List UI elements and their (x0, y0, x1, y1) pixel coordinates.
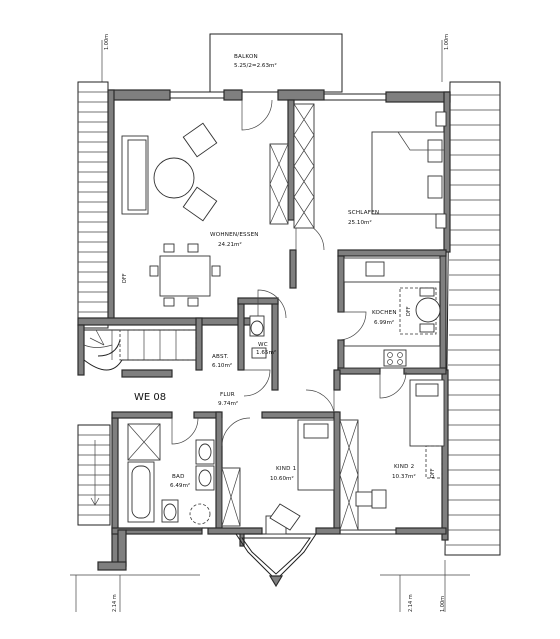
room-area-wc: 1.65m² (256, 349, 276, 356)
doors (171, 99, 407, 447)
kind1-furniture (265, 419, 335, 535)
kitchen (343, 257, 441, 369)
kind2-furniture (355, 379, 445, 509)
room-name-flur: FLUR (220, 392, 235, 398)
dimension-lines (70, 40, 470, 612)
bay-window (202, 527, 317, 588)
room-name-abst: ABST. (212, 354, 229, 360)
bathroom-fixtures (127, 423, 215, 525)
room-name-wc: WC (258, 342, 268, 348)
stair-hatch-bottom-left (77, 424, 111, 526)
room-area-balkon: 5.25/2=2.63m² (234, 62, 277, 69)
room-name-kochen: KOCHEN (372, 310, 397, 316)
room-name-wohnen: WOHNEN/ESSEN (210, 232, 259, 238)
walls (77, 89, 451, 571)
room-name-balkon: BALKON (234, 54, 258, 60)
dff-label-kind2: DFF (430, 468, 436, 478)
dff-label-wohnen: DFF (122, 273, 128, 283)
room-name-kind2: KIND 2 (394, 464, 414, 470)
room-area-kind2: 10.37m² (392, 473, 416, 480)
dff-label-kochen: DFF (406, 306, 412, 316)
staircase (83, 329, 197, 371)
dim-bottom-right: 2.14 m (408, 594, 414, 612)
room-name-bad: BAD (172, 474, 185, 480)
room-name-kind1: KIND 1 (276, 466, 297, 472)
dim-top-right: 1.00m (444, 34, 450, 50)
room-area-schlafen: 25.10m² (348, 219, 372, 226)
dim-bottom-left: 2.14 m (112, 594, 118, 612)
room-area-flur: 9.74m² (218, 400, 238, 407)
roof-hatch-left (77, 81, 109, 329)
room-area-bad: 6.49m² (170, 482, 190, 489)
living-furniture (121, 122, 221, 307)
dim-top-left: 1.00m (104, 34, 110, 50)
dim-bottom-far-right: 1.00m (440, 596, 446, 612)
room-area-abst: 6.10m² (212, 362, 232, 369)
wc-fixtures (249, 315, 267, 359)
room-name-schlafen: SCHLAFEN (348, 210, 379, 216)
wardrobes (221, 103, 359, 531)
bedroom-furniture (371, 111, 447, 229)
roof-hatch-right (444, 81, 501, 556)
room-area-wohnen: 24.21m² (218, 241, 242, 248)
balcony (209, 33, 343, 93)
unit-label: WE 08 (134, 392, 166, 403)
room-area-kind1: 10.60m² (270, 475, 294, 482)
room-area-kochen: 6.99m² (374, 319, 394, 326)
